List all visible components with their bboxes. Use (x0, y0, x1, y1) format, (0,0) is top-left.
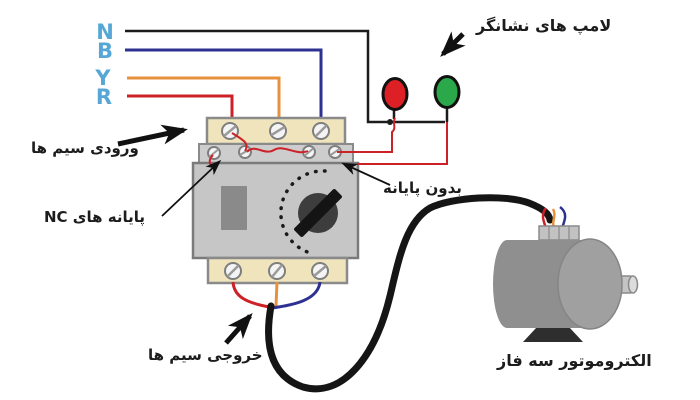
nc-terminals-arrow (161, 159, 222, 217)
screw-terminal (269, 122, 287, 140)
wire-blue-phase (125, 48, 323, 135)
knob-position-arc (279, 169, 327, 256)
indicator-lamps-arrow (440, 31, 466, 57)
motor-wire-blue (559, 206, 567, 229)
red-lamp-wire (337, 117, 396, 153)
phase-label-y: Y (94, 66, 111, 90)
motor-end-face (557, 238, 623, 330)
screw-terminal (268, 262, 286, 280)
phase-label-b: B (97, 39, 113, 63)
motor-wire-yellow (551, 208, 556, 229)
jumper-nc-link (246, 147, 309, 154)
screw-terminal (311, 262, 329, 280)
output-wires-arrow (224, 313, 253, 345)
phase-label-r: R (96, 85, 112, 109)
screw-terminal (224, 262, 242, 280)
motor-base (523, 327, 583, 342)
motor-label: الکتروموتور سه فاز (497, 351, 652, 370)
wire-neutral (125, 29, 445, 124)
output-wires-label: خروجی سیم ها (148, 346, 263, 364)
switch-nameplate (221, 186, 247, 230)
wire-junction-dot (387, 119, 393, 125)
indicator-lamps (337, 75, 461, 165)
motor-shaft-end (627, 275, 639, 294)
output-wire-red (231, 281, 271, 309)
wire-yellow-phase (127, 76, 281, 135)
annotation-arrows (117, 31, 466, 345)
output-wire-blue (271, 281, 322, 310)
green-lamp-wire (357, 122, 448, 165)
terminal-box-dividers (548, 226, 570, 240)
phase-letter-labels: N B Y R (94, 20, 113, 109)
green-indicator-lamp (433, 75, 461, 109)
screw-terminal (312, 122, 330, 140)
input-wires-label: ورودی سیم ها (31, 139, 139, 157)
switch-body (191, 161, 360, 260)
indicator-lamps-label: لامپ های نشانگر (476, 16, 612, 35)
rotary-knob-handle (294, 189, 342, 237)
motor-cable (265, 194, 554, 393)
screw-terminal (302, 145, 316, 159)
output-wire-yellow (274, 281, 279, 307)
jumper-input-to-nc (231, 132, 248, 152)
selector-switch (191, 116, 360, 285)
screw-terminal (328, 145, 342, 159)
nc-terminals-label: پایانه های NC (44, 208, 146, 226)
three-phase-motor (493, 225, 639, 342)
input-phase-wires (125, 29, 445, 135)
no-terminal-arrow (341, 162, 391, 186)
input-screw-terminals (221, 122, 330, 140)
no-terminal-label: بدون پایانه (383, 179, 462, 197)
output-screw-terminals (224, 262, 329, 280)
red-indicator-lamp (381, 77, 409, 111)
input-wires-arrow (117, 124, 188, 147)
phase-label-n: N (96, 20, 114, 44)
